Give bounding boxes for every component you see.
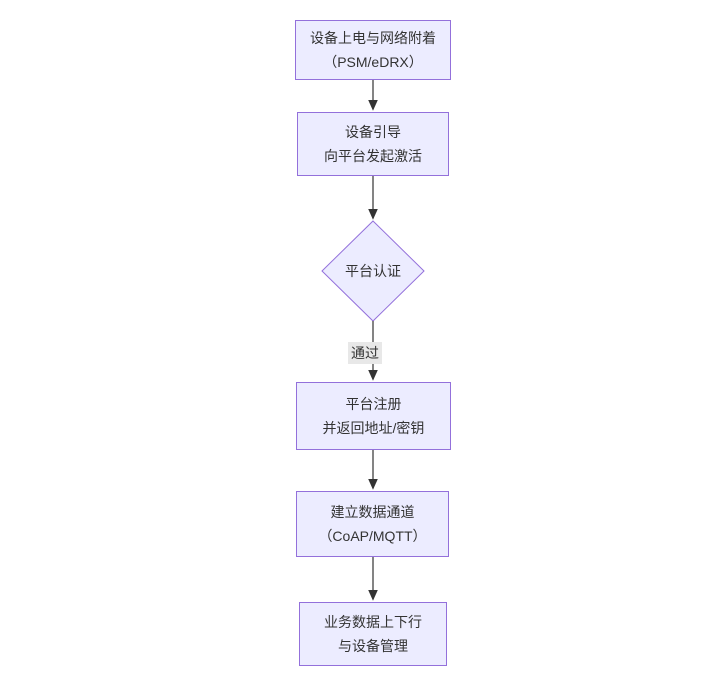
node-business-data: 业务数据上下行 与设备管理 [299,602,447,666]
node-text-line: 建立数据通道 [330,504,415,520]
node-text-line: 与设备管理 [338,638,408,654]
node-text-line: 并返回地址/密钥 [322,420,425,436]
node-text-line: （CoAP/MQTT） [318,528,427,544]
node-text-line: （PSM/eDRX） [323,54,423,70]
node-text-line: 业务数据上下行 [324,614,422,630]
node-text-line: 平台注册 [345,396,402,412]
decision-platform-auth-label: 平台认证 [345,263,401,279]
node-device-bootstrap: 设备引导 向平台发起激活 [297,112,449,176]
node-platform-register: 平台注册 并返回地址/密钥 [296,382,451,450]
node-text-line: 设备引导 [345,124,401,140]
node-text-line: 设备上电与网络附着 [310,30,436,46]
node-device-power-attach: 设备上电与网络附着 （PSM/eDRX） [295,20,451,80]
edge-label-pass: 通过 [348,342,382,364]
node-data-channel: 建立数据通道 （CoAP/MQTT） [296,491,449,557]
node-text-line: 向平台发起激活 [324,148,422,164]
